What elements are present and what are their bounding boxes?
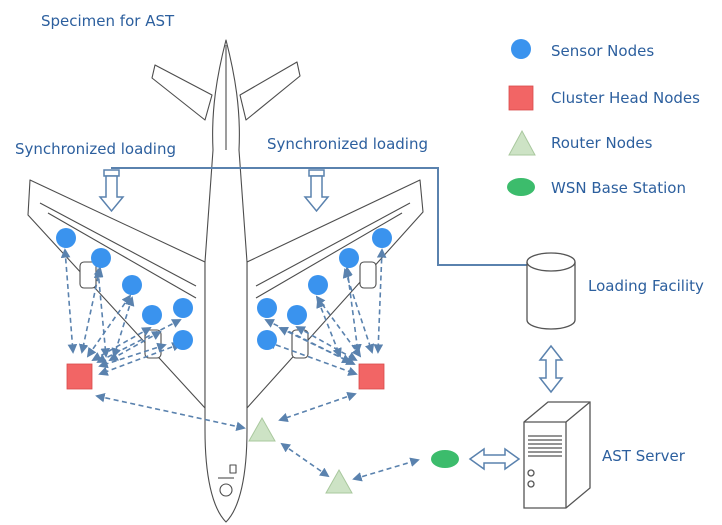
sensor-node: [339, 248, 359, 268]
sensor-node: [173, 330, 193, 350]
airplane-outline: [27, 39, 424, 523]
cluster-head-nodes: [66, 363, 385, 390]
ast-server-label: AST Server: [602, 447, 685, 465]
router-nodes: [248, 416, 353, 494]
sensor-node: [122, 275, 142, 295]
sensor-node: [257, 330, 277, 350]
legend-router-label: Router Nodes: [551, 134, 653, 152]
wsn-base-station: [431, 450, 459, 468]
legend-base-symbol: [507, 178, 535, 196]
cluster-head-node: [66, 363, 93, 390]
loading-arrow-left: [98, 169, 125, 213]
diagram-title: Specimen for AST: [41, 12, 175, 30]
loading-label-right: Synchronized loading: [267, 135, 428, 153]
legend-router-symbol: [508, 129, 536, 156]
loading-facility-cylinder: [526, 252, 576, 330]
legend-sensor-label: Sensor Nodes: [551, 42, 655, 60]
wireless-links: [60, 248, 420, 482]
loading-facility-label: Loading Facility: [588, 277, 704, 295]
legend-cluster-symbol: [508, 85, 534, 111]
loading-label-left: Synchronized loading: [15, 140, 176, 158]
legend-sensor-symbol: [511, 39, 531, 59]
legend-symbols: [507, 39, 536, 196]
sensor-node: [173, 298, 193, 318]
sensor-node: [91, 248, 111, 268]
sensor-nodes: [56, 228, 392, 350]
sensor-node: [308, 275, 328, 295]
facility-server-arrow: [538, 344, 564, 394]
sensor-node: [372, 228, 392, 248]
facility-connection-lines: [111, 167, 527, 266]
cluster-head-node: [358, 363, 385, 390]
sensor-node: [142, 305, 162, 325]
sensor-node: [257, 298, 277, 318]
ast-server-icon: [523, 401, 591, 509]
sensor-node: [287, 305, 307, 325]
base-server-arrow: [468, 447, 521, 471]
router-node: [248, 416, 276, 442]
sensor-node: [56, 228, 76, 248]
legend-base-label: WSN Base Station: [551, 179, 686, 197]
legend-cluster-label: Cluster Head Nodes: [551, 89, 700, 107]
loading-arrow-right: [303, 169, 330, 213]
router-node: [325, 468, 353, 494]
